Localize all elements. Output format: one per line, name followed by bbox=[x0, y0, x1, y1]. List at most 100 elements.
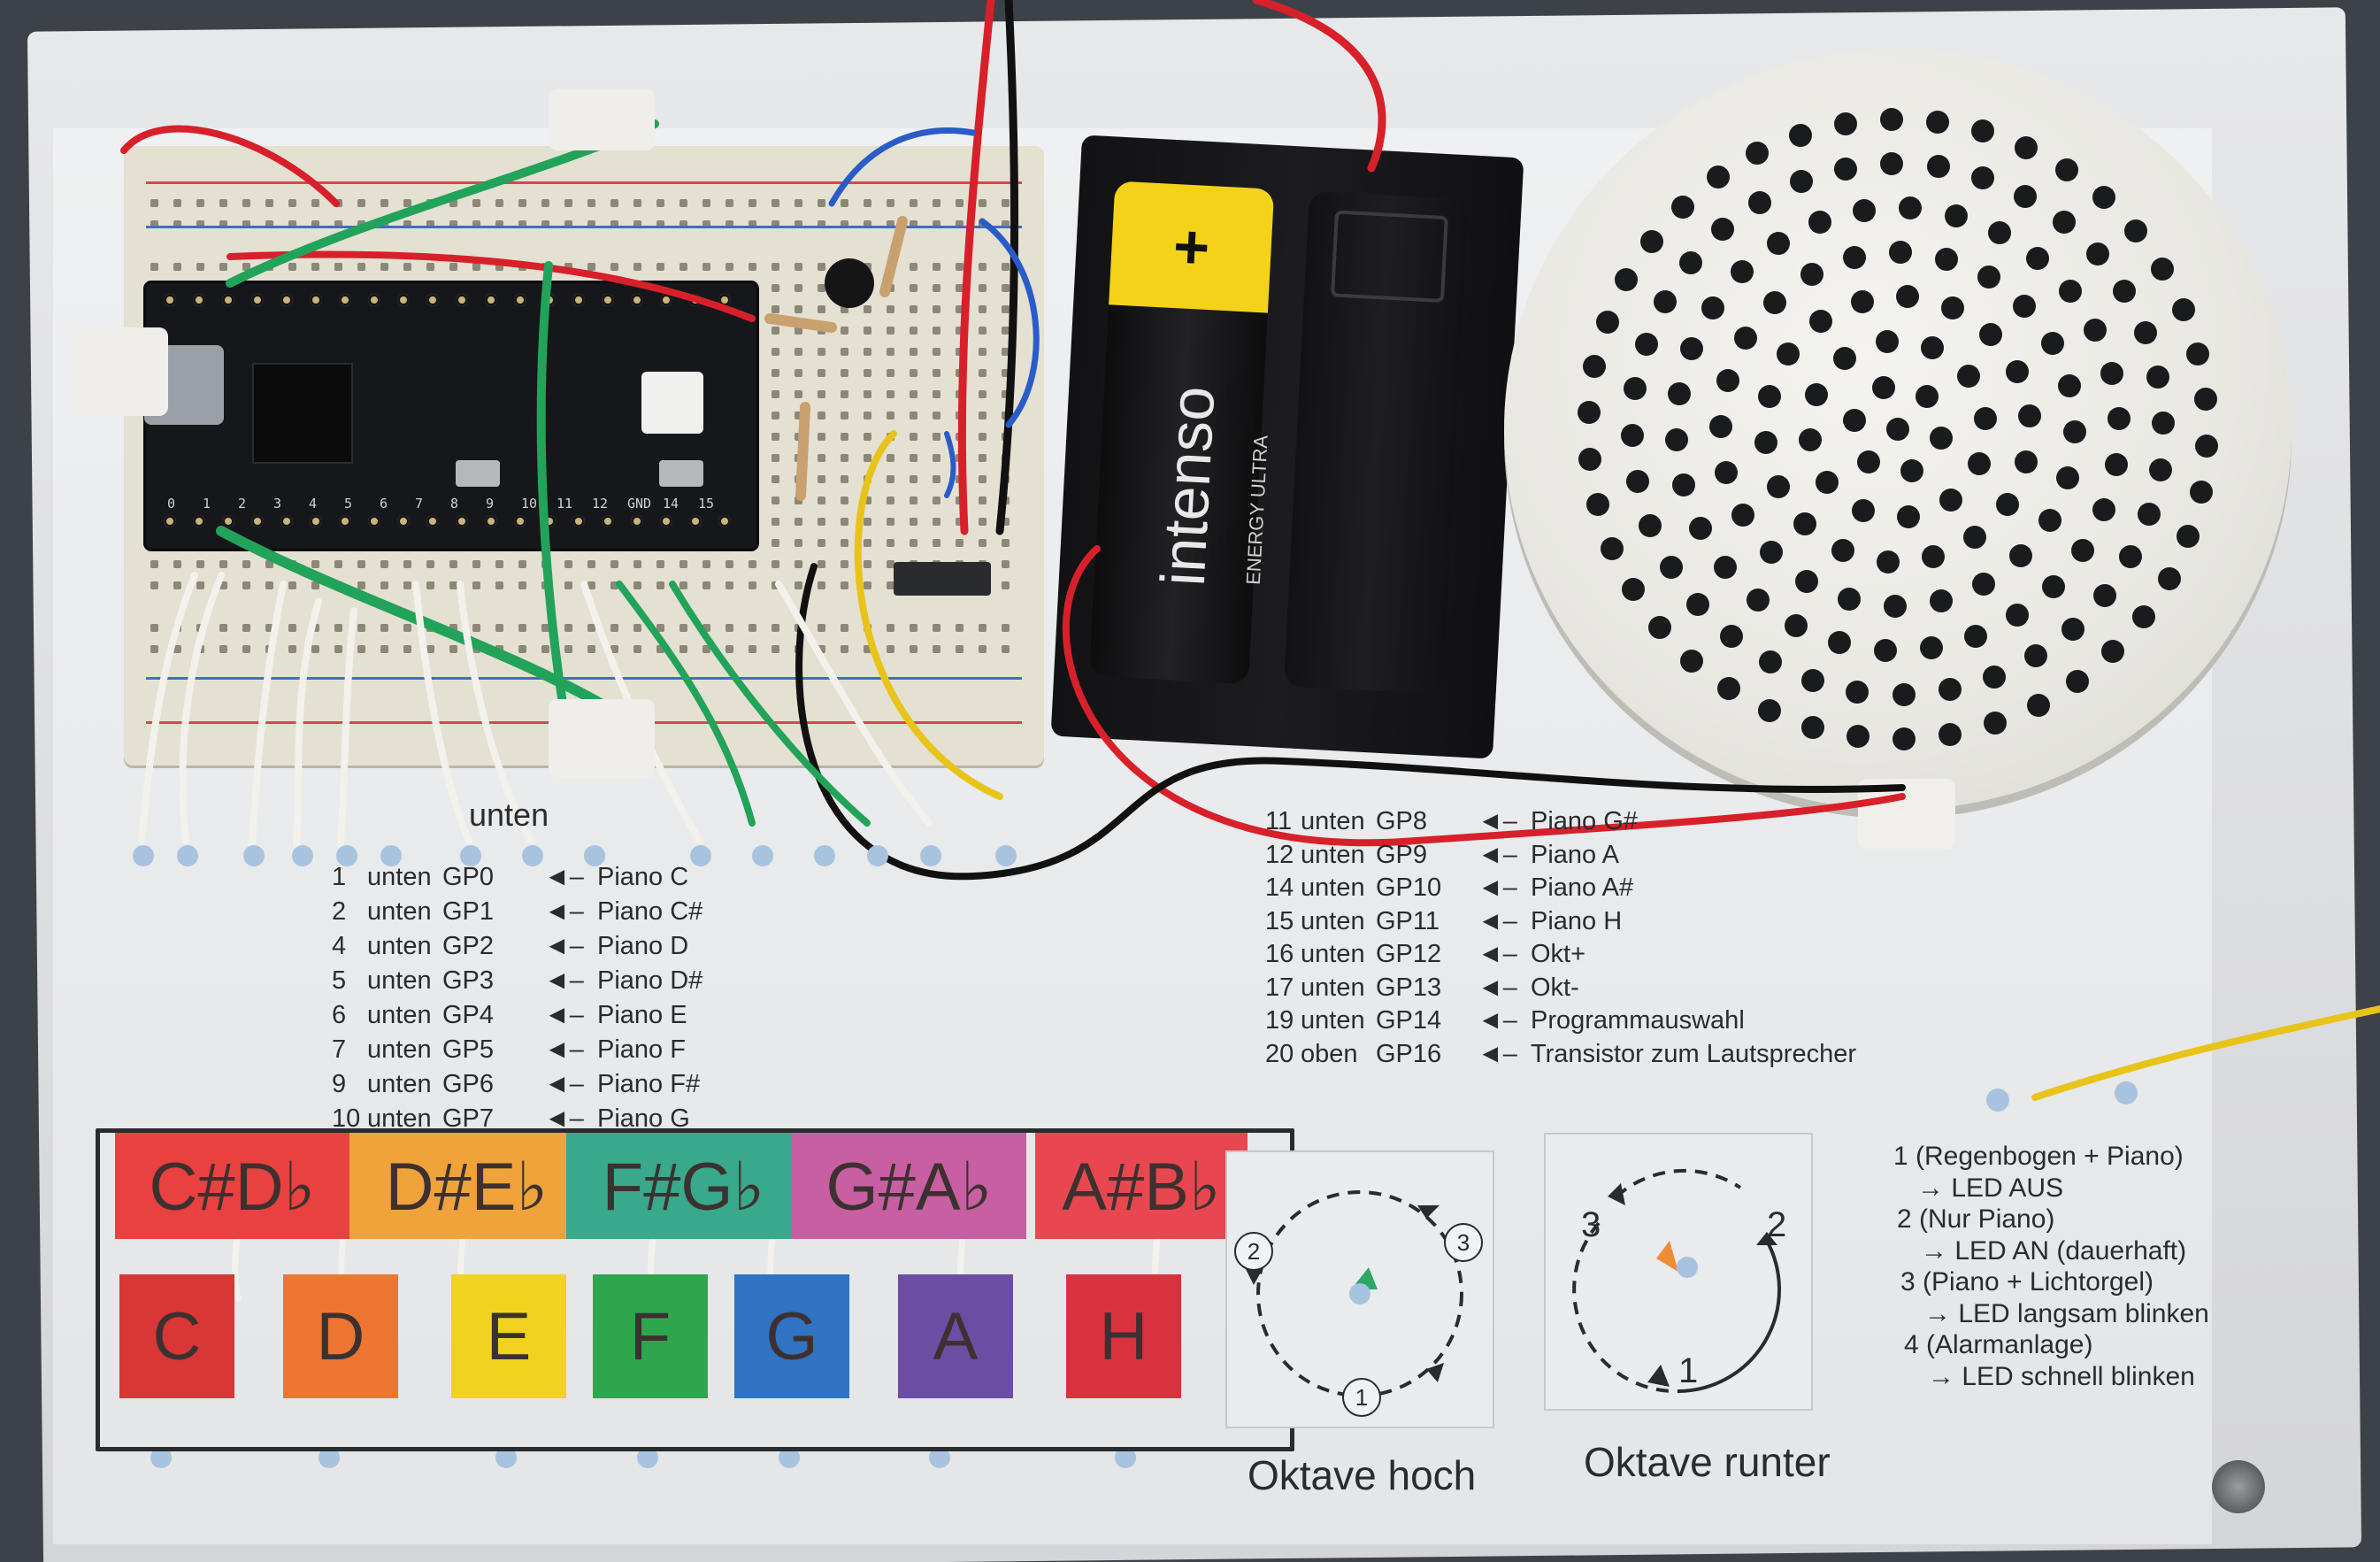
pin-function: Piano D bbox=[597, 932, 689, 960]
pin-number: 9 bbox=[332, 1070, 347, 1098]
arrow: ◄– bbox=[1478, 1039, 1517, 1068]
jumper-wire bbox=[337, 607, 357, 849]
jumper-wire bbox=[2031, 1005, 2380, 1101]
pin-function: Piano C bbox=[597, 863, 689, 891]
pin-number: 16 bbox=[1265, 940, 1294, 968]
pin-gpio: GP7 bbox=[442, 1104, 495, 1133]
pin-position: unten bbox=[367, 932, 432, 960]
pin-number: 17 bbox=[1265, 973, 1294, 1002]
arrow: ◄– bbox=[544, 897, 584, 926]
arrow: ◄– bbox=[1478, 940, 1517, 968]
pico-pin-label: 12 bbox=[592, 496, 609, 512]
pico-pin-label: 7 bbox=[415, 496, 424, 512]
pin-gpio: GP6 bbox=[442, 1070, 495, 1098]
pin-contact[interactable] bbox=[460, 845, 481, 866]
pin-position: unten bbox=[1301, 906, 1365, 935]
white-key[interactable]: E bbox=[451, 1274, 566, 1398]
octave-up-box[interactable]: 2 3 1 bbox=[1225, 1150, 1494, 1428]
pin-contact[interactable] bbox=[380, 845, 402, 866]
black-key-label: C#D♭ bbox=[149, 1149, 316, 1225]
resistor bbox=[879, 216, 908, 297]
octave-down-node-1: 1 bbox=[1678, 1351, 1699, 1390]
black-key[interactable]: D#E♭ bbox=[349, 1133, 584, 1239]
rgb-led bbox=[641, 372, 703, 434]
white-key[interactable]: C bbox=[119, 1274, 234, 1398]
slide-switch[interactable] bbox=[894, 562, 991, 596]
tape-mount bbox=[549, 699, 655, 779]
pico-pin-label: 0 bbox=[167, 496, 176, 512]
pin-number: 6 bbox=[332, 1001, 347, 1029]
black-key[interactable]: G#A♭ bbox=[792, 1133, 1026, 1239]
white-key-label: E bbox=[486, 1298, 532, 1374]
octave-down-box[interactable]: 3 2 1 bbox=[1544, 1133, 1813, 1411]
arrow: ◄– bbox=[1478, 840, 1517, 869]
power-rail-red bbox=[146, 181, 1022, 184]
pico-pin-label: 6 bbox=[380, 496, 388, 512]
resistor bbox=[795, 402, 810, 501]
pin-contact[interactable] bbox=[133, 845, 154, 866]
mode-contact-left[interactable] bbox=[1986, 1089, 2009, 1112]
jumper-wire bbox=[979, 218, 1040, 428]
pin-function: Programmauswahl bbox=[1531, 1006, 1745, 1035]
pin-number: 1 bbox=[332, 863, 347, 891]
pico-pin-label: 2 bbox=[238, 496, 247, 512]
jumper-wire bbox=[293, 598, 322, 849]
pin-contact[interactable] bbox=[522, 845, 543, 866]
pin-position: unten bbox=[1301, 807, 1365, 835]
reset-button bbox=[456, 460, 500, 487]
white-key-label: G bbox=[765, 1298, 818, 1374]
pin-contact[interactable] bbox=[243, 845, 265, 866]
white-key[interactable]: A bbox=[898, 1274, 1013, 1398]
black-key[interactable]: F#G♭ bbox=[566, 1133, 801, 1239]
pin-gpio: GP12 bbox=[1376, 940, 1442, 968]
pin-contact[interactable] bbox=[995, 845, 1017, 866]
pin-position: unten bbox=[367, 1104, 432, 1133]
mode-line: 4 (Alarmanlage) bbox=[1904, 1330, 2093, 1359]
black-key[interactable]: C#D♭ bbox=[115, 1133, 349, 1239]
pin-contact[interactable] bbox=[920, 845, 941, 866]
mode-contact-right[interactable] bbox=[2115, 1081, 2138, 1104]
pin-contact[interactable] bbox=[584, 845, 605, 866]
pin-gpio: GP4 bbox=[442, 1001, 495, 1029]
white-key[interactable]: D bbox=[283, 1274, 398, 1398]
mounting-screw bbox=[2212, 1460, 2265, 1513]
pin-contact[interactable] bbox=[177, 845, 198, 866]
pico-pin-label: 8 bbox=[450, 496, 459, 512]
mode-line: → LED AN (dauerhaft) bbox=[1921, 1235, 2187, 1266]
pin-position: unten bbox=[1301, 840, 1365, 869]
pin-gpio: GP14 bbox=[1376, 1006, 1442, 1035]
pin-contact[interactable] bbox=[752, 845, 773, 866]
mode-line: → LED schnell blinken bbox=[1928, 1361, 2195, 1391]
arrow: ◄– bbox=[1478, 873, 1517, 902]
black-key-label: D#E♭ bbox=[385, 1149, 549, 1225]
white-key[interactable]: F bbox=[593, 1274, 708, 1398]
pin-contact[interactable] bbox=[867, 845, 888, 866]
pin-contact[interactable] bbox=[690, 845, 711, 866]
mode-line: → LED AUS bbox=[1917, 1173, 2064, 1203]
pin-number: 4 bbox=[332, 932, 347, 960]
pin-contact[interactable] bbox=[292, 845, 313, 866]
pin-number: 15 bbox=[1265, 906, 1294, 935]
jumper-wire bbox=[775, 581, 933, 827]
pin-number: 11 bbox=[1265, 807, 1293, 835]
pico-pin-label: 10 bbox=[521, 496, 538, 512]
jumper-wire bbox=[536, 261, 571, 730]
pin-function: Piano A bbox=[1531, 840, 1619, 869]
white-key[interactable]: G bbox=[734, 1274, 849, 1398]
pico-pin-label: GND bbox=[627, 496, 652, 512]
white-key[interactable]: H bbox=[1066, 1274, 1181, 1398]
pin-contact[interactable] bbox=[336, 845, 357, 866]
pin-contact[interactable] bbox=[814, 845, 835, 866]
pin-position: unten bbox=[367, 1001, 432, 1029]
jumper-wire bbox=[138, 572, 198, 844]
jumper-wire bbox=[828, 127, 977, 207]
jumper-wire bbox=[249, 581, 287, 849]
arrow: ◄– bbox=[1478, 1006, 1517, 1035]
pin-gpio: GP3 bbox=[442, 966, 495, 995]
mode-line: → LED langsam blinken bbox=[1924, 1298, 2209, 1328]
jumper-wire bbox=[616, 581, 756, 827]
pin-function: Okt- bbox=[1531, 973, 1579, 1002]
pin-position: unten bbox=[367, 897, 432, 926]
black-key[interactable]: A#B♭ bbox=[1035, 1133, 1248, 1239]
pin-number: 10 bbox=[332, 1104, 361, 1133]
